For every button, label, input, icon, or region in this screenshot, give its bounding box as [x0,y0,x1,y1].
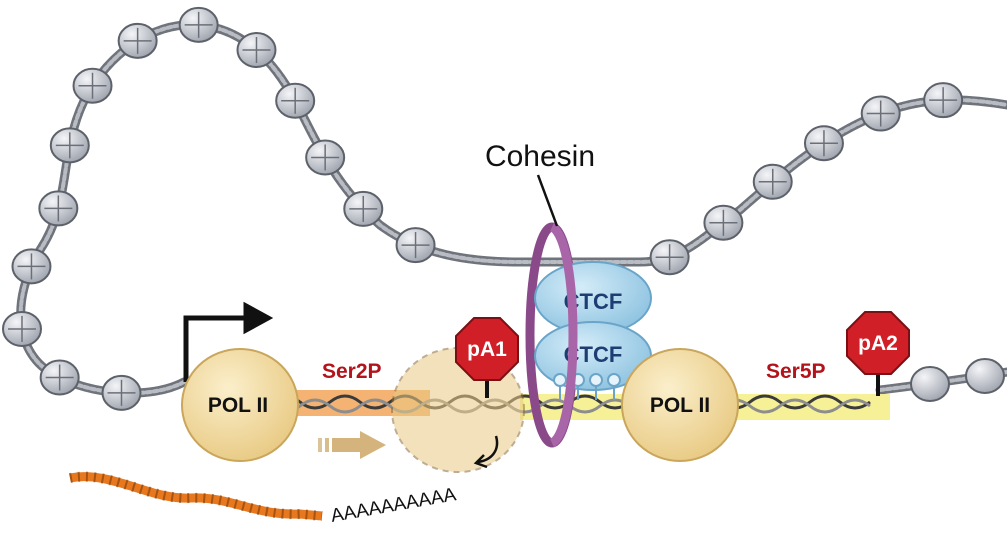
curved-release-arrow-icon [473,435,499,469]
pa1-label: pA1 [467,338,507,361]
nucleosome [117,22,158,59]
cohesin-pointer [536,174,559,227]
nucleosome [343,190,384,227]
pol2-right-label: POL II [650,394,710,417]
pol2-left: POL II [181,348,299,462]
nucleosome [860,95,901,132]
nucleosome [236,32,277,69]
nucleosome [178,6,219,43]
nucleosome [275,82,316,119]
nucleosome [910,366,950,402]
nucleosome [965,358,1005,394]
nucleosome [38,190,79,227]
transcription-direction-arrow-icon [318,431,386,459]
cohesin-ring-front [549,222,578,448]
nucleosome [395,227,436,264]
pa2-stop-sign: pA2 [846,311,910,396]
nucleosome [703,204,744,241]
nucleosome [49,127,90,164]
nucleosome [752,163,793,200]
pa2-label: pA2 [858,332,898,355]
nucleosome [305,139,346,176]
nucleosome [72,67,113,104]
ser2p-label: Ser2P [322,360,382,383]
nucleosome [101,374,142,411]
nucleosome [803,125,844,162]
nucleosome [1,310,42,347]
pa1-stop-sign: pA1 [455,317,519,398]
pol2-right: POL II [621,348,739,462]
nucleosome [649,239,690,276]
cohesin-label: Cohesin [485,140,595,173]
nucleosome [11,248,52,285]
ctcf-binding-fingers [553,373,621,400]
polya-tail-label: AAAAAAAAAA [329,484,458,527]
nucleosome [39,359,80,396]
promoter-arrow-icon [183,301,274,382]
mrna-transcript [69,471,323,521]
ser5p-label: Ser5P [766,360,826,383]
nucleosome-group [1,6,1005,411]
pol2-left-label: POL II [208,394,268,417]
nucleosome [923,82,964,119]
